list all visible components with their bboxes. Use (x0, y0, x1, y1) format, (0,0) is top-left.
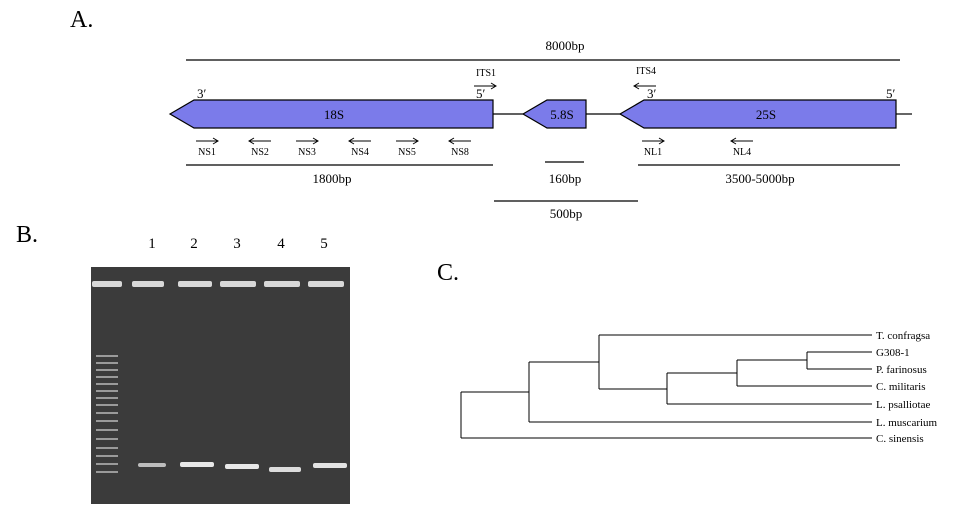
primer-nl1: NL1 (642, 137, 665, 158)
taxon-label: C. militaris (876, 381, 926, 393)
primers-25s: NL1 NL4 (642, 137, 753, 158)
lane-label-2: 2 (190, 236, 198, 252)
primer-its1-label: ITS1 (476, 68, 496, 79)
primer-ns8: NS8 (448, 137, 471, 158)
taxon-label: T. confragsa (876, 330, 930, 342)
lane-label-5: 5 (320, 236, 328, 252)
primer-ns1-label: NS1 (198, 147, 216, 158)
primer-its4-label: ITS4 (636, 66, 656, 77)
gel-wells (92, 281, 344, 287)
primer-its1-arrow (474, 82, 497, 90)
primer-nl4: NL4 (730, 137, 753, 158)
gel-ladder (96, 355, 118, 473)
gel-image (91, 267, 350, 504)
taxon-label: L. muscarium (876, 417, 938, 429)
primer-nl4-label: NL4 (733, 147, 751, 158)
gene-18s-label: 18S (324, 107, 344, 122)
gel-band-lane-3 (225, 464, 259, 469)
primer-ns2-label: NS2 (251, 147, 269, 158)
tree-taxa-labels: T. confragsa G308-1 P. farinosus C. mili… (876, 330, 938, 445)
length-25s-label: 3500-5000bp (725, 171, 794, 186)
lane-label-4: 4 (277, 236, 285, 252)
primer-ns2: NS2 (248, 137, 271, 158)
phylogenetic-tree (460, 334, 872, 439)
panel-b-label: B. (16, 222, 38, 248)
end-label-3prime-right: 3′ (647, 86, 657, 101)
gene-58s-arrow (521, 99, 587, 129)
length-58s-label: 160bp (549, 171, 582, 186)
gene-25s-label: 25S (756, 107, 776, 122)
primer-nl1-label: NL1 (644, 147, 662, 158)
primer-ns5: NS5 (396, 137, 419, 158)
lane-label-3: 3 (233, 236, 241, 252)
primer-ns3-label: NS3 (298, 147, 316, 158)
taxon-label: L. psalliotae (876, 399, 930, 411)
length-its-label: 500bp (550, 206, 583, 221)
gel-band-lane-5 (313, 463, 347, 468)
primer-ns4-label: NS4 (351, 147, 369, 158)
taxon-label: P. farinosus (876, 364, 927, 376)
primer-ns1: NS1 (196, 137, 219, 158)
primers-18s: NS1 NS2 NS3 NS4 NS5 NS8 (196, 137, 471, 158)
primer-its4-arrow (633, 82, 656, 90)
total-length-label: 8000bp (546, 38, 585, 53)
end-label-3prime-left: 3′ (197, 86, 207, 101)
panel-a-label: A. (70, 7, 93, 33)
taxon-label: G308-1 (876, 347, 910, 359)
end-label-5prime-right: 5′ (886, 86, 896, 101)
gel-band-lane-1 (138, 463, 166, 467)
gel-band-lane-2 (180, 462, 214, 467)
gel-background (91, 267, 350, 504)
primer-ns8-label: NS8 (451, 147, 469, 158)
primer-ns3: NS3 (296, 137, 319, 158)
taxon-label: C. sinensis (876, 433, 924, 445)
gene-18s-arrow (168, 99, 494, 129)
panel-c-label: C. (437, 260, 459, 286)
end-label-5prime-its1: 5′ (476, 86, 486, 101)
length-18s-label: 1800bp (313, 171, 352, 186)
gene-25s-arrow (618, 99, 897, 129)
primer-ns5-label: NS5 (398, 147, 416, 158)
gene-58s-label: 5.8S (550, 107, 573, 122)
gel-band-lane-4 (269, 467, 301, 472)
primer-ns4: NS4 (348, 137, 371, 158)
lane-label-1: 1 (148, 236, 156, 252)
